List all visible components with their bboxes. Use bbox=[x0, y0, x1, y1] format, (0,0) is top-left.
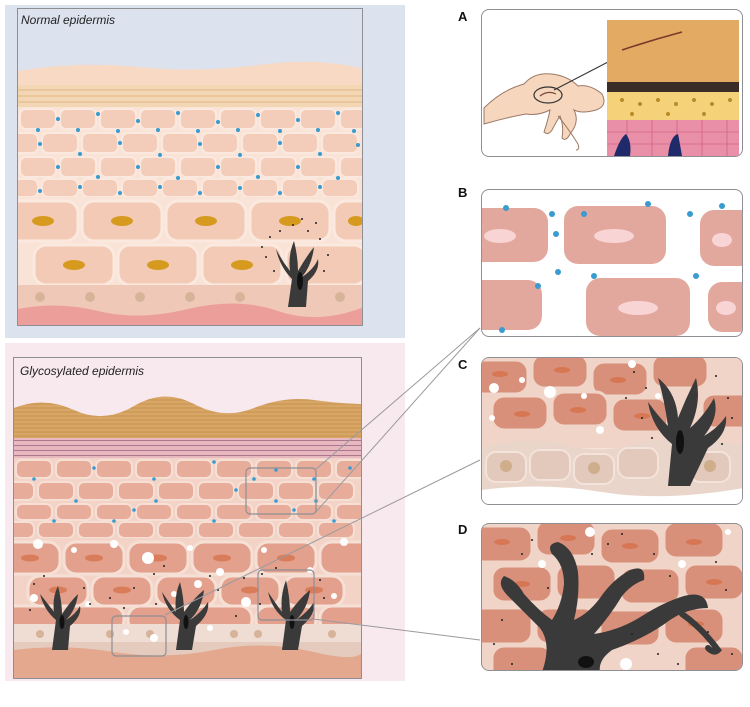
panel-d bbox=[481, 523, 743, 671]
label-a: A bbox=[458, 9, 468, 24]
glycosylated-epidermis-illustration bbox=[13, 357, 362, 679]
normal-epidermis-title: Normal epidermis bbox=[21, 13, 116, 27]
glycosylated-epidermis-title: Glycosylated epidermis bbox=[20, 364, 145, 378]
melanocyte bbox=[493, 533, 733, 670]
label-d: D bbox=[458, 522, 468, 537]
panel-c bbox=[481, 357, 743, 505]
panel-a bbox=[481, 9, 743, 157]
label-c: C bbox=[458, 357, 468, 372]
melanocyte bbox=[625, 371, 733, 486]
glycoprotein-dots bbox=[36, 111, 360, 195]
glycoprotein-dots bbox=[499, 201, 725, 333]
label-b: B bbox=[458, 185, 468, 200]
melanocyte bbox=[261, 218, 329, 307]
panel-b bbox=[481, 189, 743, 337]
normal-epidermis-illustration bbox=[17, 8, 363, 326]
zoom-frames bbox=[111, 467, 317, 657]
hand-illustration bbox=[483, 73, 605, 151]
skin-section bbox=[607, 20, 739, 156]
